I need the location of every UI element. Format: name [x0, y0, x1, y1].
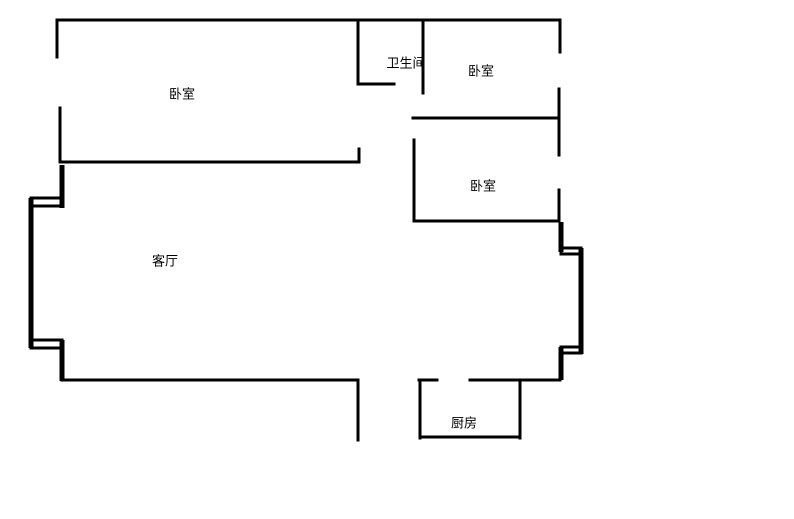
window-sill [29, 338, 64, 350]
room-label-kitchen: 厨房 [450, 416, 478, 432]
room-label-bedroom-3: 卧室 [469, 179, 497, 195]
room-label-living-room: 客厅 [151, 254, 179, 270]
window-sill [29, 196, 64, 208]
room-label-bathroom: 卫生间 [386, 56, 426, 72]
window-sill [559, 246, 583, 256]
room-label-bedroom-main: 卧室 [168, 87, 196, 103]
window-sill [559, 345, 583, 355]
room-label-bedroom-2: 卧室 [467, 64, 495, 80]
